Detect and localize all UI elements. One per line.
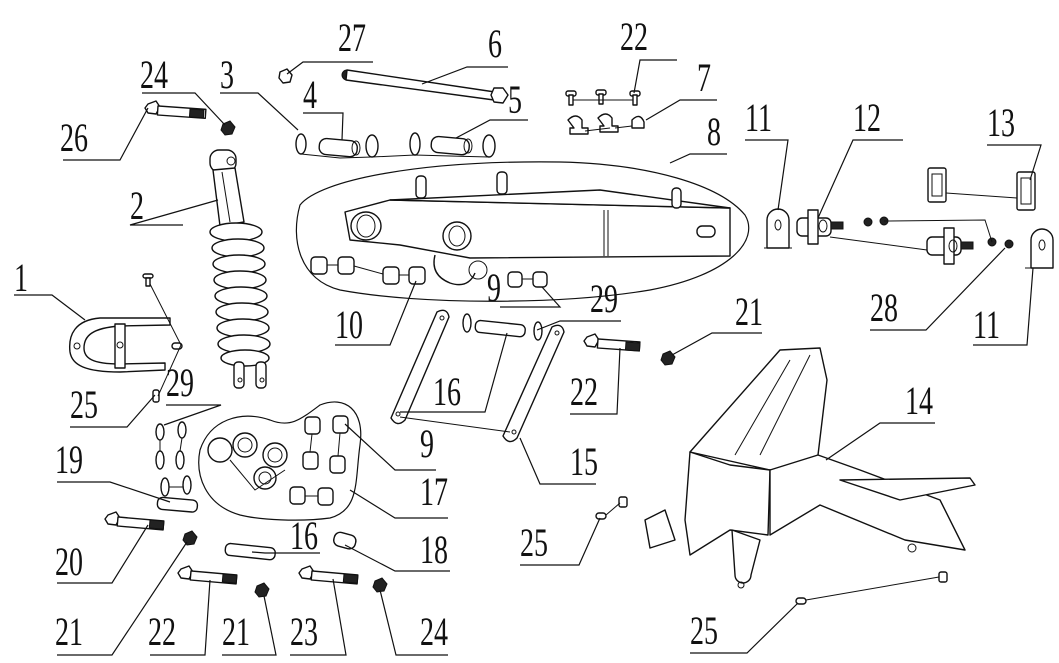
callout-28: 28	[870, 285, 898, 330]
part-6-pivot-axle	[341, 69, 509, 104]
part-18-rocker-arm	[207, 432, 288, 491]
callout-29-center: 29	[590, 276, 618, 321]
part-21-nut-bottom-left	[182, 530, 198, 546]
part-5-bushing	[430, 135, 473, 156]
part-15-connecting-rods	[390, 309, 565, 443]
callout-9-bottom: 9	[420, 421, 434, 466]
part-22-bolt-center	[583, 333, 641, 352]
callout-25-fender: 25	[520, 520, 548, 565]
part-22-bolt-bottom	[177, 565, 238, 585]
callout-4: 4	[303, 72, 317, 117]
callout-8: 8	[707, 109, 721, 154]
part-2-shock-absorber	[209, 149, 271, 389]
part-1-chain-guard	[68, 317, 171, 373]
callout-21-center: 21	[735, 289, 763, 334]
part-29-seals-left	[155, 421, 192, 497]
callout-16-bottom: 16	[290, 513, 318, 558]
part-8-swingarm	[344, 171, 731, 286]
part-26-bolt	[144, 100, 207, 120]
callout-18: 18	[420, 527, 448, 572]
part-25-screws-fender	[595, 496, 948, 605]
part-17-bearings	[289, 415, 349, 506]
callout-20: 20	[55, 539, 83, 584]
callout-2: 2	[130, 183, 144, 228]
callout-7: 7	[697, 55, 711, 100]
callout-13: 13	[987, 100, 1015, 145]
callout-25-bottom: 25	[690, 608, 718, 653]
callout-11-right: 11	[973, 302, 1000, 347]
part-25-screws-left	[142, 273, 183, 403]
part-23-bolt	[298, 565, 359, 585]
callout-12: 12	[853, 95, 881, 140]
part-9-bearings	[507, 271, 548, 288]
part-28-nuts	[863, 216, 1014, 249]
part-3-seal	[295, 132, 496, 158]
part-4-bushing	[318, 137, 361, 158]
rocker-group-outline	[198, 401, 362, 521]
callout-22-top: 22	[620, 14, 648, 59]
callout-10: 10	[335, 302, 363, 347]
callout-21-bottom-left: 21	[55, 609, 83, 654]
part-18-bushing	[333, 531, 357, 550]
part-11-adjuster-plate-right	[1025, 228, 1054, 269]
callout-1: 1	[14, 255, 28, 300]
part-13-slider-blocks	[927, 167, 1036, 211]
callout-11-left: 11	[745, 95, 772, 140]
callout-22-center: 22	[570, 369, 598, 414]
part-20-bolt	[104, 511, 165, 531]
callout-26: 26	[60, 115, 88, 160]
part-16-collar-bottom	[224, 542, 276, 561]
part-22-screws-top	[565, 89, 641, 106]
part-29-seals-center	[462, 313, 543, 341]
callout-23: 23	[290, 609, 318, 654]
part-24-nut-bottom	[372, 577, 388, 593]
part-14-rear-fender	[644, 347, 976, 589]
part-11-adjuster-plate-left	[764, 208, 792, 249]
part-10-bearings	[310, 256, 426, 285]
leader-lines	[14, 59, 1042, 656]
callout-21-bottom: 21	[222, 609, 250, 654]
callout-29-left: 29	[166, 360, 194, 405]
part-21-nut-center	[660, 350, 676, 366]
callout-16-center: 16	[433, 369, 461, 414]
callout-15: 15	[570, 439, 598, 484]
callout-19: 19	[55, 437, 83, 482]
callout-25-left: 25	[70, 382, 98, 427]
callout-27b: 27	[338, 15, 366, 60]
part-21-nut-bottom	[254, 582, 270, 598]
part-7-hose-clamps	[567, 113, 645, 135]
callout-22-bottom: 22	[148, 609, 176, 654]
callout-24-bottom: 24	[420, 609, 448, 654]
part-12-adjuster	[796, 209, 844, 245]
part-16-collar-center	[474, 319, 526, 338]
callout-3: 3	[220, 52, 234, 97]
callout-5: 5	[508, 77, 522, 122]
part-12-adjuster-right	[926, 227, 974, 265]
callout-17: 17	[420, 469, 448, 514]
swingarm-group-outline	[295, 161, 750, 302]
callout-6: 6	[488, 21, 502, 66]
shock-spring	[209, 222, 271, 367]
callout-24-top: 24	[140, 52, 168, 97]
callout-9-top: 9	[487, 265, 501, 310]
callout-14: 14	[905, 378, 933, 423]
